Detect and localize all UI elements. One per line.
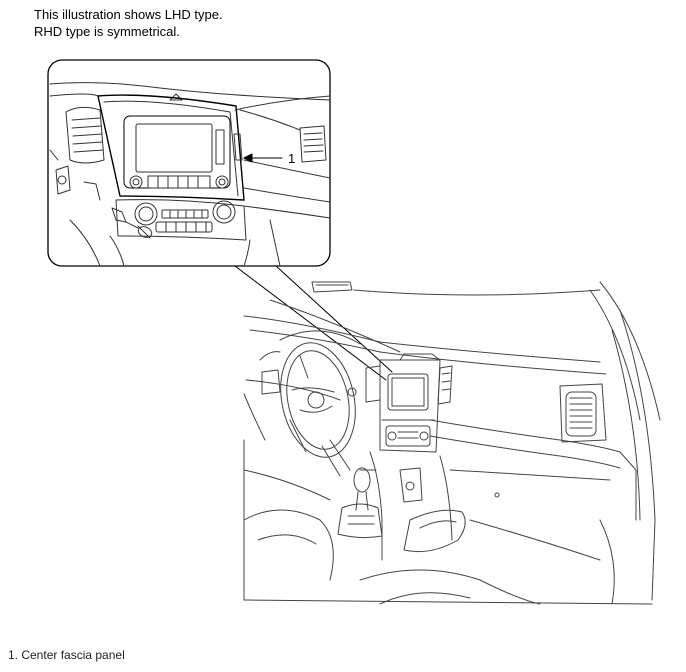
illustration-note: This illustration shows LHD type. RHD ty… xyxy=(34,6,223,40)
zoom-connector-lines xyxy=(234,265,393,381)
legend: 1. Center fascia panel xyxy=(8,648,125,662)
note-line-rhd: RHD type is symmetrical. xyxy=(34,24,180,39)
zoom-inset-view xyxy=(47,59,331,267)
callout-number-1: 1 xyxy=(288,151,295,166)
main-dashboard-view xyxy=(243,281,661,605)
note-line-lhd: This illustration shows LHD type. xyxy=(34,7,223,22)
legend-item-center-fascia-panel: 1. Center fascia panel xyxy=(8,648,125,662)
callout-arrow-1 xyxy=(243,153,283,163)
